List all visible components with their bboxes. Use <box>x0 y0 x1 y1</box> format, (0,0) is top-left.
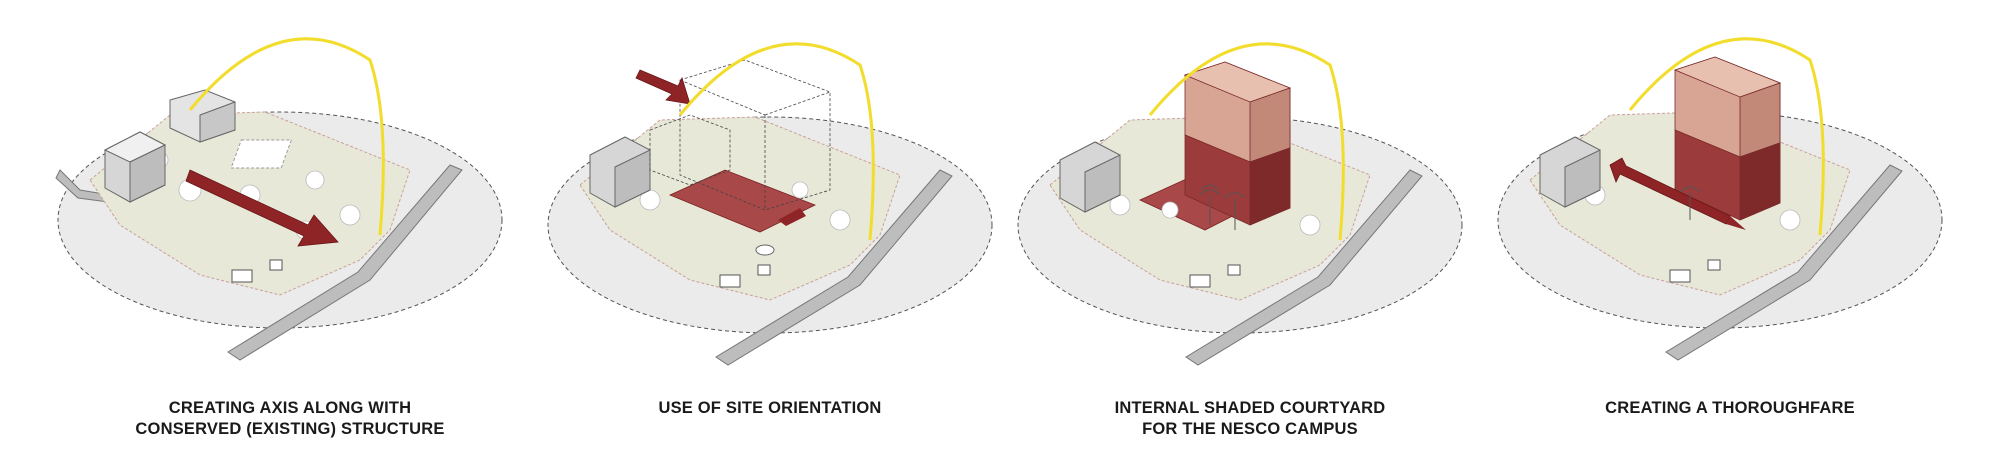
palm-tree-icon <box>1199 184 1246 230</box>
conserved-structure-icon <box>169 89 236 143</box>
small-block-icon <box>1669 259 1721 283</box>
caption-line: FOR THE NESCO CAMPUS <box>1142 420 1358 438</box>
existing-building-icon <box>103 131 167 203</box>
road-icon <box>227 164 463 361</box>
open-ground-icon <box>230 139 293 169</box>
panel-caption: INTERNAL SHADED COURTYARD FOR THE NESCO … <box>1010 398 1490 440</box>
panel-caption: CREATING A THOROUGHFARE <box>1490 398 1970 419</box>
road-icon <box>1185 169 1423 366</box>
orientation-site-diagram <box>547 42 993 366</box>
small-block-icon <box>231 259 283 283</box>
building-mass-icon <box>1673 56 1782 221</box>
panel-axis: CREATING AXIS ALONG WITH CONSERVED (EXIS… <box>50 0 530 473</box>
tree-icon <box>1109 194 1321 236</box>
panel-caption: USE OF SITE ORIENTATION <box>530 398 1010 419</box>
existing-building-icon <box>589 136 651 208</box>
panel-thoroughfare: CREATING A THOROUGHFARE <box>1490 0 1970 473</box>
sun-path-icon <box>1628 37 1825 236</box>
existing-building-icon <box>1059 141 1121 213</box>
caption-line: USE OF SITE ORIENTATION <box>658 399 882 417</box>
thoroughfare-arrow-icon <box>1609 157 1746 230</box>
sun-path-icon <box>1148 42 1345 241</box>
caption-line: INTERNAL SHADED COURTYARD <box>1114 399 1386 417</box>
orientation-arrow-icon <box>635 69 806 226</box>
caption-line: CONSERVED (EXISTING) STRUCTURE <box>135 420 445 438</box>
proposed-volume-outline-icon <box>649 59 831 211</box>
axis-site-diagram <box>55 37 503 361</box>
courtyard-site-diagram <box>1017 42 1463 366</box>
palm-tree-icon <box>1679 186 1701 220</box>
small-block-icon <box>1189 264 1241 288</box>
panel-courtyard: INTERNAL SHADED COURTYARD FOR THE NESCO … <box>1010 0 1490 473</box>
building-mass-icon <box>1183 61 1292 226</box>
panel-orientation: USE OF SITE ORIENTATION <box>530 0 1010 473</box>
thoroughfare-site-diagram <box>1497 37 1943 361</box>
road-icon <box>715 169 953 366</box>
small-block-icon <box>719 264 771 288</box>
tree-icon <box>639 181 851 231</box>
existing-building-icon <box>1539 136 1601 208</box>
sun-path-icon <box>188 37 385 236</box>
sun-path-icon <box>678 42 875 241</box>
panel-caption: CREATING AXIS ALONG WITH CONSERVED (EXIS… <box>50 398 530 440</box>
site-axis-arrow-icon <box>185 169 339 247</box>
caption-line: CREATING A THOROUGHFARE <box>1605 399 1855 417</box>
road-icon <box>1665 164 1903 361</box>
caption-line: CREATING AXIS ALONG WITH <box>168 399 412 417</box>
plaza-icon <box>755 244 775 256</box>
